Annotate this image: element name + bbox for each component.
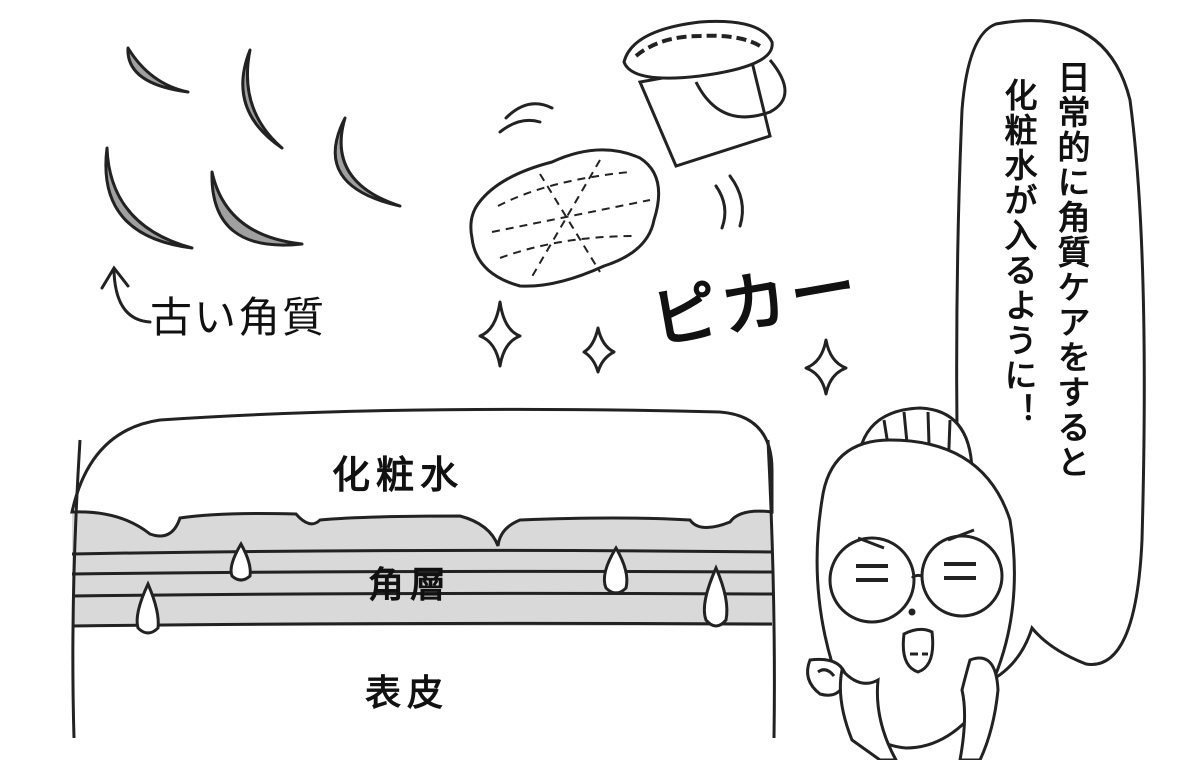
epidermis-label: 表皮 — [365, 673, 450, 714]
sponge-icon — [469, 102, 744, 288]
bucket-icon — [622, 19, 787, 168]
right-hand — [958, 656, 1000, 760]
toner-drop — [702, 564, 729, 628]
curved-arrow-icon — [100, 265, 152, 324]
toner-drop — [135, 580, 160, 635]
toner-label: 化粧水 — [332, 453, 465, 497]
sparkle-icon — [582, 326, 616, 374]
sparkle-icon — [804, 338, 848, 396]
woman-character — [806, 406, 1016, 760]
stratum-corneum-band — [72, 512, 772, 626]
side-bun — [806, 657, 848, 697]
keratin-flake — [104, 146, 194, 250]
toner-drop — [229, 540, 252, 582]
mouth — [901, 627, 935, 674]
toner-layer — [70, 407, 774, 547]
toner-drop — [602, 545, 629, 595]
keratin-flakes — [104, 46, 402, 250]
sparkle-icon — [478, 300, 522, 368]
toner-drops — [135, 540, 729, 635]
keratin-flake — [126, 46, 190, 94]
keratin-flake — [333, 116, 402, 208]
left-hand — [838, 666, 898, 760]
skin-diagram — [70, 407, 776, 739]
old-keratin-label: 古い角質 — [150, 293, 327, 342]
stratum-corneum-label: 角層 — [368, 565, 453, 606]
sparkle-icons — [478, 300, 848, 396]
speech-line-1: 日常的に角質ケアをすると — [1052, 60, 1091, 480]
keratin-flake — [210, 170, 304, 247]
keratin-flake — [241, 48, 284, 150]
speech-line-2: 化粧水が入るように！ — [999, 78, 1038, 428]
